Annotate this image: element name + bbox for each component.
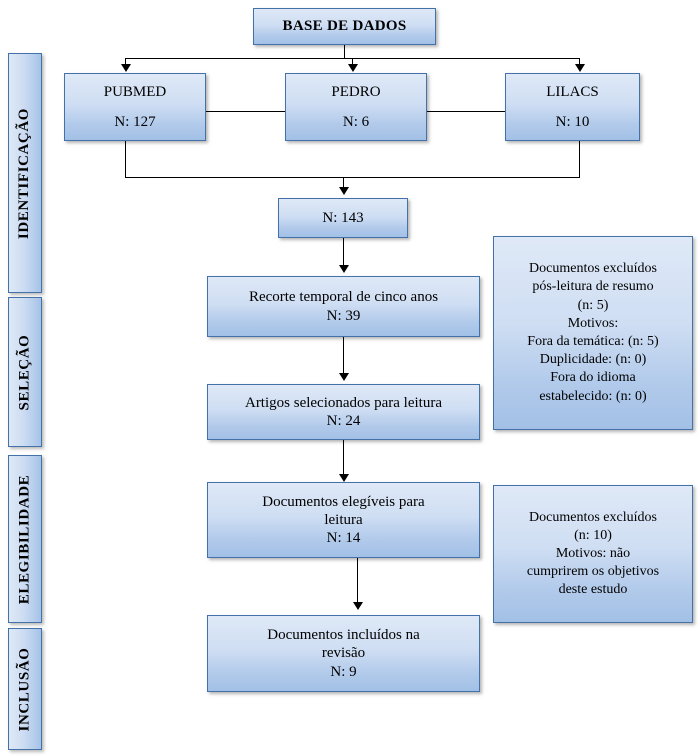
stage-label-selecao: SELEÇÃO — [8, 297, 42, 447]
flow-box-incluidos-line-1: revisão — [321, 645, 366, 662]
flow-box-incluidos-line-2: N: 9 — [330, 663, 357, 680]
exclusion-2-line-3: cumprirem os objetivos — [526, 564, 660, 580]
stage-label-inclusao-text: INCLUSÃO — [16, 647, 33, 731]
connector-elegiveis-to-incluidos — [357, 558, 358, 604]
exclusion-1-line-5: Duplicidade: (n: 0) — [539, 352, 647, 368]
title-box: BASE DE DADOS — [253, 8, 436, 45]
connector-recorte-to-artigos — [343, 337, 344, 373]
flow-box-artigos-line-0: Artigos selecionados para leitura — [244, 394, 442, 411]
stage-label-identificacao: IDENTIFICAÇÃO — [8, 53, 42, 293]
connector-pedro-lilacs — [427, 111, 505, 112]
source-box-lilacs: LILACS N: 10 — [505, 73, 640, 141]
exclusion-1-line-0: Documentos excluídos — [529, 261, 657, 277]
exclusion-box-excluidos-resumo: Documentos excluídos pós-leitura de resu… — [493, 236, 693, 430]
arrowhead-to-total — [339, 187, 349, 195]
source-name-lilacs: LILACS — [546, 83, 599, 100]
flow-box-recorte-line-1: N: 39 — [326, 307, 361, 324]
connector-artigos-to-elegiveis — [343, 440, 344, 475]
exclusion-1-line-6: Fora do idioma — [550, 370, 636, 386]
arrowhead-to-artigos — [339, 373, 349, 381]
arrowhead-to-lilacs — [575, 64, 585, 72]
flow-box-incluidos-line-0: Documentos incluídos na — [267, 627, 420, 644]
flow-box-total-line-0: N: 143 — [322, 209, 364, 226]
source-box-pedro: PEDRO N: 6 — [285, 73, 427, 141]
source-name-pedro: PEDRO — [331, 83, 381, 100]
connector-to-lilacs — [579, 58, 580, 68]
stage-label-elegibilidade-text: ELEGIBILIDADE — [16, 474, 33, 604]
connector-to-pubmed — [125, 58, 126, 68]
source-count-pedro: N: 6 — [342, 114, 370, 130]
connector-pubmed-pedro — [206, 111, 285, 112]
title-text: BASE DE DADOS — [282, 18, 407, 35]
exclusion-2-line-1: (n: 10) — [574, 527, 612, 543]
flow-box-artigos-line-1: N: 24 — [326, 413, 361, 429]
flow-box-elegiveis-line-0: Documentos elegíveis para — [262, 493, 425, 510]
flow-box-recorte-line-0: Recorte temporal de cinco anos — [248, 289, 439, 306]
connector-lilacs-down — [579, 141, 580, 177]
connector-merge-stub — [343, 177, 344, 190]
source-count-lilacs: N: 10 — [555, 114, 590, 130]
stage-label-selecao-text: SELEÇÃO — [16, 334, 33, 410]
arrowhead-to-pedro — [348, 64, 358, 72]
connector-to-pedro — [352, 58, 353, 68]
source-box-pubmed: PUBMED N: 127 — [64, 73, 206, 141]
exclusion-box-excluidos-leitura: Documentos excluídos (n: 10) Motivos: nã… — [493, 485, 693, 623]
source-name-pubmed: PUBMED — [103, 83, 167, 100]
exclusion-2-line-2: Motivos: não — [555, 545, 631, 561]
stage-label-elegibilidade: ELEGIBILIDADE — [8, 455, 42, 623]
exclusion-1-line-3: Motivos: — [567, 315, 619, 331]
stage-label-inclusao: INCLUSÃO — [8, 628, 42, 750]
flow-box-documentos-elegiveis: Documentos elegíveis para leitura N: 14 — [207, 482, 480, 558]
arrowhead-to-pubmed — [121, 64, 131, 72]
connector-title-stub — [344, 45, 345, 58]
exclusion-1-line-4: Fora da temática: (n: 5) — [527, 334, 659, 349]
flow-box-elegiveis-line-1: leitura — [324, 511, 363, 528]
arrowhead-to-elegiveis — [339, 474, 349, 482]
arrowhead-to-recorte — [339, 265, 349, 273]
arrowhead-to-incluidos — [353, 602, 363, 610]
flow-box-total: N: 143 — [278, 198, 408, 238]
flow-box-elegiveis-line-2: N: 14 — [326, 530, 361, 547]
connector-total-to-recorte — [343, 238, 344, 266]
stage-label-identificacao-text: IDENTIFICAÇÃO — [16, 107, 33, 239]
flow-box-recorte-temporal: Recorte temporal de cinco anos N: 39 — [207, 276, 480, 337]
source-count-pubmed: N: 127 — [114, 114, 156, 130]
exclusion-1-line-1: pós-leitura de resumo — [532, 279, 654, 295]
exclusion-2-line-0: Documentos excluídos — [529, 509, 657, 525]
exclusion-1-line-2: (n: 5) — [577, 297, 609, 313]
flow-box-artigos-selecionados: Artigos selecionados para leitura N: 24 — [207, 384, 480, 440]
flow-box-documentos-incluidos: Documentos incluídos na revisão N: 9 — [207, 615, 480, 692]
connector-pubmed-down — [125, 141, 126, 177]
connector-merge-bus — [125, 177, 580, 178]
exclusion-1-line-7: estabelecido: (n: 0) — [539, 388, 647, 404]
exclusion-2-line-4: deste estudo — [558, 582, 628, 598]
